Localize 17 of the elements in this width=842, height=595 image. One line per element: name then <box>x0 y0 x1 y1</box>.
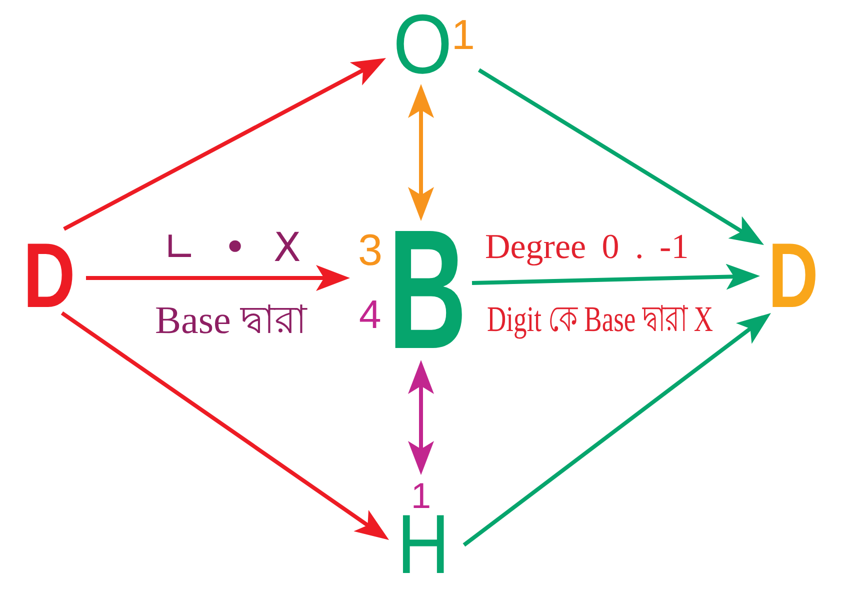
arrow <box>472 264 760 290</box>
double-arrow <box>408 84 434 221</box>
letter: D <box>23 242 76 310</box>
digit: 3 <box>358 234 382 267</box>
arrow <box>478 68 764 246</box>
double-arrow <box>408 360 434 475</box>
letter: D <box>768 242 818 310</box>
arrow <box>60 311 390 540</box>
digit: 1 <box>452 18 475 50</box>
letter: O <box>393 12 452 76</box>
digit: 1 <box>411 482 432 509</box>
letter: B <box>388 227 467 355</box>
arrow <box>462 312 771 547</box>
arrow <box>86 265 350 291</box>
letter: H <box>397 512 450 576</box>
digit: 4 <box>359 300 382 330</box>
arrow <box>63 58 386 231</box>
